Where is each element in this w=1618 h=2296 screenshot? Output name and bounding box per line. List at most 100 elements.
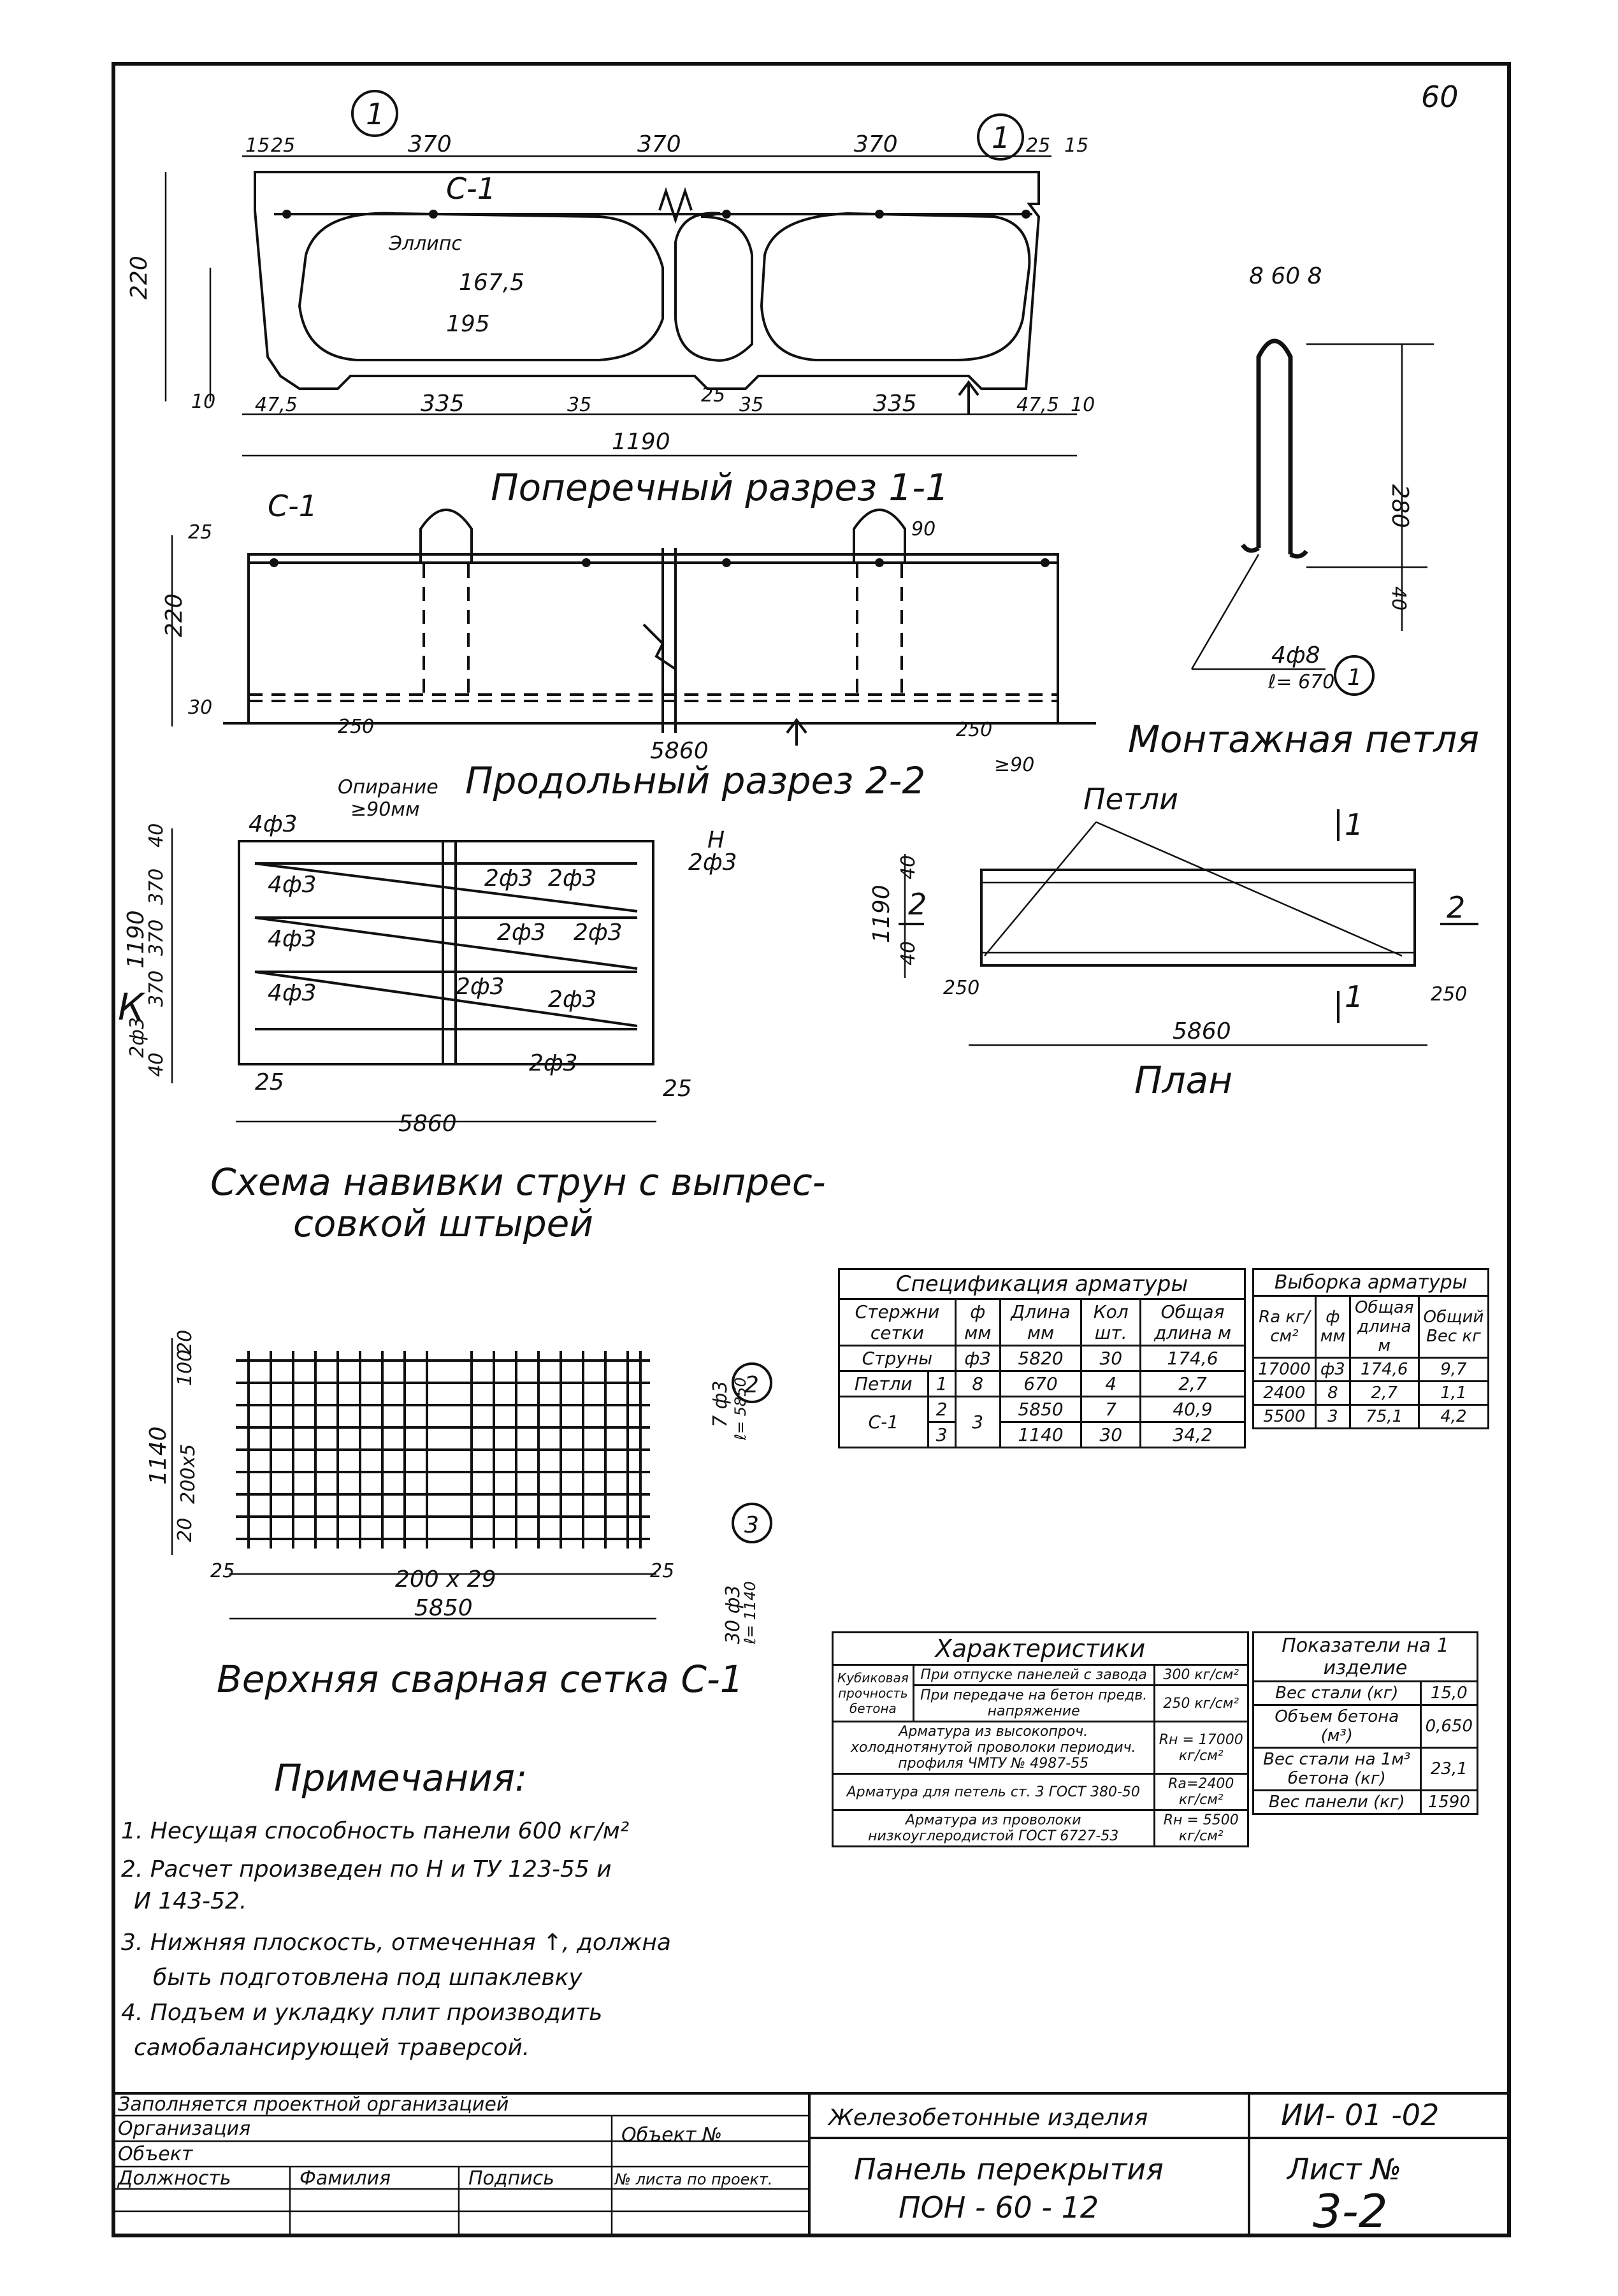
page-number: 60 bbox=[1421, 80, 1459, 114]
svg-text:10: 10 bbox=[191, 391, 215, 413]
mounting-loop-title: Монтажная петля bbox=[1128, 718, 1479, 761]
svg-text:25: 25 bbox=[188, 521, 212, 544]
svg-text:2ф3: 2ф3 bbox=[548, 986, 597, 1013]
svg-text:35: 35 bbox=[567, 394, 591, 416]
svg-text:20: 20 bbox=[174, 1518, 196, 1542]
svg-text:С-1: С-1 bbox=[268, 489, 317, 523]
svg-text:220: 220 bbox=[161, 593, 187, 637]
svg-text:быть подготовлена под шпаклевк: быть подготовлена под шпаклевку bbox=[153, 1965, 582, 1991]
svg-text:2: 2 bbox=[908, 887, 927, 921]
svg-text:ПОН - 60 - 12: ПОН - 60 - 12 bbox=[899, 2190, 1099, 2225]
svg-text:4. Подъем и укладку плит произ: 4. Подъем и укладку плит производить bbox=[121, 2000, 602, 2026]
welded-mesh-c1: 20 100 1140 200x5 20 25 200 x 29 25 5850… bbox=[145, 1330, 772, 1701]
svg-text:Объект: Объект bbox=[118, 2143, 194, 2165]
svg-text:30 ф3: 30 ф3 bbox=[722, 1585, 744, 1644]
svg-text:1140: 1140 bbox=[145, 1426, 171, 1485]
svg-text:40: 40 bbox=[145, 1053, 168, 1077]
svg-text:335: 335 bbox=[421, 391, 465, 417]
table-row: Вес стали на 1м³ бетона (кг)23,1 bbox=[1252, 1747, 1479, 1791]
svg-text:370: 370 bbox=[408, 131, 452, 157]
svg-text:2ф3: 2ф3 bbox=[529, 1050, 578, 1076]
svg-text:220: 220 bbox=[126, 256, 152, 300]
svg-text:370: 370 bbox=[637, 131, 681, 157]
svg-text:25: 25 bbox=[663, 1076, 692, 1102]
svg-text:200x5: 200x5 bbox=[177, 1444, 199, 1504]
table-row: Вес панели (кг)1590 bbox=[1252, 1789, 1479, 1815]
svg-text:Панель перекрытия: Панель перекрытия bbox=[854, 2152, 1164, 2186]
svg-text:Железобетонные изделия: Железобетонные изделия bbox=[827, 2105, 1148, 2131]
svg-text:2ф3: 2ф3 bbox=[574, 920, 623, 946]
svg-text:И 143-52.: И 143-52. bbox=[134, 1888, 247, 1914]
svg-text:4ф3: 4ф3 bbox=[268, 980, 317, 1006]
longitudinal-section-2-2: С-1 25 220 30 90 250 5860 250 ≥90 Опиран… bbox=[161, 489, 1096, 821]
svg-text:5850: 5850 bbox=[414, 1595, 473, 1621]
svg-text:5860: 5860 bbox=[1173, 1018, 1231, 1044]
cross-section-1-1: 1 1 15 25 370 370 370 25 15 С-1 Эллипс 1… bbox=[126, 90, 1095, 509]
svg-text:Должность: Должность bbox=[117, 2167, 231, 2190]
notes: Примечания: 1. Несущая способность панел… bbox=[121, 1756, 671, 2061]
spec-table: Спецификация арматуры Стержни сетки ф мм… bbox=[838, 1268, 1246, 1448]
svg-text:370: 370 bbox=[145, 971, 168, 1007]
svg-text:4ф3: 4ф3 bbox=[249, 811, 298, 837]
svg-text:280: 280 bbox=[1387, 484, 1413, 528]
svg-text:2ф3: 2ф3 bbox=[548, 865, 597, 892]
svg-text:Объект №: Объект № bbox=[621, 2124, 722, 2146]
svg-text:40: 40 bbox=[897, 855, 920, 879]
svg-text:1. Несущая способность панели: 1. Несущая способность панели 600 кг/м² bbox=[121, 1818, 629, 1844]
svg-text:195: 195 bbox=[446, 311, 490, 337]
svg-text:1190: 1190 bbox=[612, 429, 670, 455]
svg-text:Петли: Петли bbox=[1083, 782, 1178, 816]
table-row: 3 1140 30 34,2 bbox=[839, 1421, 1246, 1448]
section-1-1-title: Поперечный разрез 1-1 bbox=[491, 466, 949, 509]
sheet-frame bbox=[112, 62, 1511, 2237]
svg-text:1190: 1190 bbox=[123, 910, 149, 969]
table-row: Арматура из высокопроч. холоднотянутой п… bbox=[832, 1721, 1249, 1775]
svg-text:35: 35 bbox=[739, 394, 763, 416]
winding-title-1: Схема навивки струн с выпрес- bbox=[210, 1160, 826, 1204]
svg-text:№ листа по проект.: № листа по проект. bbox=[614, 2170, 773, 2188]
svg-text:≥90: ≥90 bbox=[994, 754, 1034, 776]
svg-text:4ф3: 4ф3 bbox=[268, 926, 317, 952]
svg-text:25: 25 bbox=[701, 384, 725, 407]
svg-text:3. Нижняя плоскость, отмеченна: 3. Нижняя плоскость, отмеченная ↑, должн… bbox=[121, 1930, 671, 1956]
indicators-table: Показатели на 1 изделие Вес стали (кг)15… bbox=[1252, 1631, 1479, 1815]
svg-text:250: 250 bbox=[956, 719, 992, 741]
svg-text:250: 250 bbox=[943, 977, 979, 999]
svg-text:Лист №: Лист № bbox=[1286, 2152, 1401, 2186]
svg-text:200 x 29: 200 x 29 bbox=[395, 1566, 496, 1592]
svg-text:3-2: 3-2 bbox=[1313, 2184, 1388, 2238]
svg-text:250: 250 bbox=[338, 716, 374, 738]
table-row: Объем бетона (м³)0,650 bbox=[1252, 1704, 1479, 1749]
svg-text:2ф3: 2ф3 bbox=[456, 974, 505, 1000]
characteristics-table: Характеристики Кубиковая прочность бетон… bbox=[832, 1631, 1249, 1847]
svg-text:2: 2 bbox=[744, 1372, 759, 1398]
svg-text:10: 10 bbox=[1071, 394, 1095, 416]
svg-text:1: 1 bbox=[1345, 979, 1363, 1014]
svg-text:25: 25 bbox=[271, 134, 295, 157]
svg-text:≥90мм: ≥90мм bbox=[350, 798, 420, 821]
winding-scheme: 4ф3 4ф3 4ф3 4ф3 2ф3 2ф3 2ф3 2ф3 2ф3 2ф3 … bbox=[118, 811, 826, 1245]
svg-text:Эллипс: Эллипс bbox=[388, 233, 462, 255]
svg-text:47,5: 47,5 bbox=[255, 394, 298, 416]
svg-text:Подпись: Подпись bbox=[468, 2167, 554, 2190]
svg-text:2ф3: 2ф3 bbox=[497, 920, 546, 946]
svg-text:25: 25 bbox=[1026, 134, 1050, 157]
table-row: Кубиковая прочность бетона При отпуске п… bbox=[832, 1664, 1249, 1722]
svg-text:2ф3: 2ф3 bbox=[688, 849, 737, 876]
svg-text:20: 20 bbox=[174, 1330, 196, 1354]
section-marker-right: 1 bbox=[992, 120, 1010, 155]
svg-text:ℓ= 5850: ℓ= 5850 bbox=[732, 1377, 749, 1441]
svg-text:167,5: 167,5 bbox=[459, 270, 524, 296]
svg-text:370: 370 bbox=[854, 131, 898, 157]
svg-text:Опирание: Опирание bbox=[338, 776, 438, 798]
svg-text:5860: 5860 bbox=[398, 1111, 457, 1137]
svg-text:ℓ= 670: ℓ= 670 bbox=[1268, 671, 1334, 693]
svg-text:2ф3: 2ф3 bbox=[484, 865, 533, 892]
svg-text:1190: 1190 bbox=[869, 884, 895, 943]
svg-text:Н: Н bbox=[707, 827, 725, 853]
svg-text:15: 15 bbox=[245, 134, 270, 157]
svg-text:самобалансирующей траверсой.: самобалансирующей траверсой. bbox=[134, 2035, 530, 2061]
